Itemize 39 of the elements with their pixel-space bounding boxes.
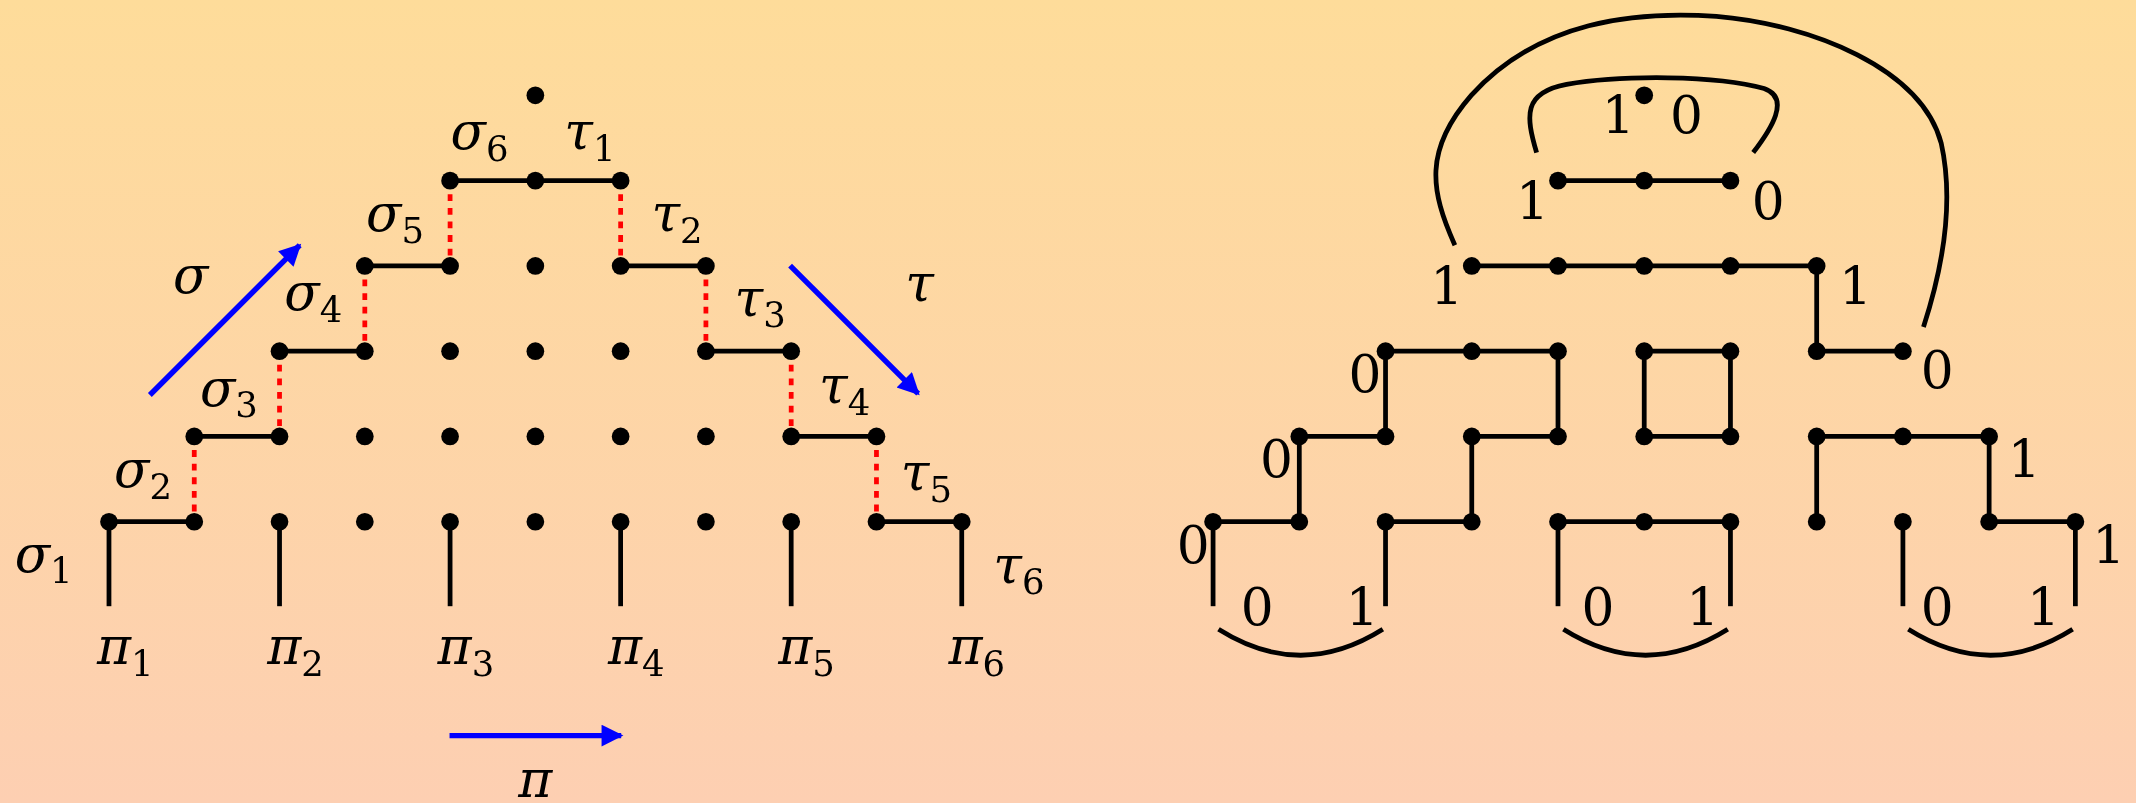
digit-label: 0 bbox=[1581, 581, 1615, 634]
digit-label: 1 bbox=[2092, 519, 2126, 571]
math-label: π$_{4}$ bbox=[607, 620, 665, 682]
digit-label: 0 bbox=[1920, 581, 1954, 634]
math-label: π$_{1}$ bbox=[97, 620, 154, 682]
math-label: τ$_{3}$ bbox=[734, 272, 786, 333]
math-label: τ$_{6}$ bbox=[993, 539, 1045, 600]
digit-label: 1 bbox=[2007, 433, 2041, 485]
digit-label: 1 bbox=[1430, 260, 1464, 312]
digit-label: 1 bbox=[1838, 260, 1872, 312]
math-label: σ bbox=[173, 249, 209, 302]
math-label: σ$_{5}$ bbox=[366, 187, 424, 249]
digit-label: 1 bbox=[1601, 89, 1635, 142]
digit-label: 0 bbox=[1920, 344, 1954, 397]
math-label: τ bbox=[905, 257, 934, 310]
math-label: σ$_{4}$ bbox=[284, 266, 343, 328]
math-label: σ$_{6}$ bbox=[450, 105, 509, 167]
digit-label: 0 bbox=[1259, 433, 1293, 485]
math-label: π$_{5}$ bbox=[778, 620, 835, 682]
math-label: τ$_{5}$ bbox=[900, 446, 952, 508]
digit-label: 0 bbox=[1670, 89, 1703, 142]
math-label: σ$_{1}$ bbox=[14, 528, 73, 589]
math-label: τ$_{4}$ bbox=[819, 359, 871, 420]
math-label: σ$_{2}$ bbox=[114, 443, 172, 505]
digit-label: 0 bbox=[1240, 581, 1274, 634]
digit-label: 1 bbox=[1345, 581, 1379, 634]
digit-label: 1 bbox=[1516, 175, 1549, 228]
math-label: π$_{2}$ bbox=[267, 620, 324, 682]
math-label: τ$_{2}$ bbox=[651, 187, 703, 249]
math-label: σ$_{3}$ bbox=[199, 361, 258, 423]
digit-label: 0 bbox=[1348, 348, 1382, 401]
digit-label: 0 bbox=[1751, 175, 1785, 228]
digit-label: 0 bbox=[1176, 519, 1210, 571]
digit-label: 1 bbox=[1686, 581, 1720, 634]
math-label: τ$_{1}$ bbox=[564, 105, 616, 167]
digit-label: 1 bbox=[2026, 581, 2060, 634]
math-label: π bbox=[518, 753, 553, 803]
math-label: π$_{6}$ bbox=[948, 620, 1005, 682]
math-label: π$_{3}$ bbox=[437, 620, 495, 682]
